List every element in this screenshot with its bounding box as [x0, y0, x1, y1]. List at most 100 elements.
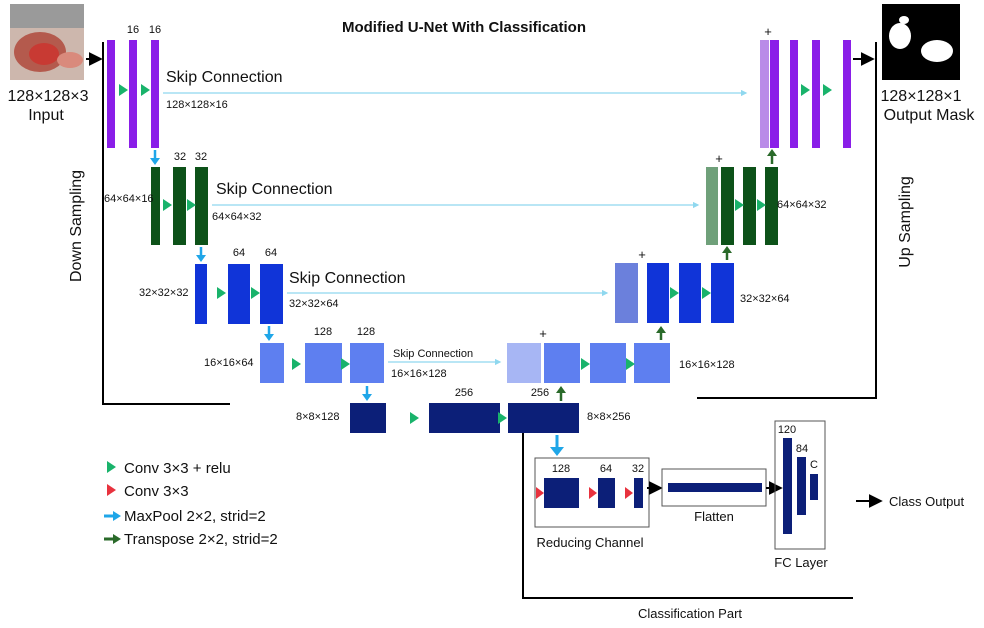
enc2-block: [151, 167, 160, 245]
legend: Conv 3×3 + relu Conv 3×3 MaxPool 2×2, st…: [104, 460, 278, 548]
conv-relu-marker: [141, 84, 150, 96]
dec3-block: [647, 263, 669, 323]
legend-maxpool-arrow-icon: [104, 511, 121, 521]
enc4-block: [260, 343, 284, 383]
flatten-vector: [668, 483, 762, 492]
class-output-label: Class Output: [889, 494, 965, 509]
fc-box: [774, 420, 826, 550]
up-bracket: [697, 42, 877, 399]
legend-label-1: Conv 3×3 + relu: [124, 460, 231, 477]
enc1-ch2: 16: [149, 24, 161, 36]
conv-relu-marker: [410, 412, 419, 424]
legend-green-triangle-icon: [107, 461, 116, 473]
enc1-ch1: 16: [127, 24, 139, 36]
enc2-in-dims: 64×64×16: [104, 193, 154, 205]
maxpool-arrow: [264, 326, 274, 341]
reduce-block: [598, 478, 615, 508]
down-bracket: [102, 42, 230, 405]
enc3-out-dims: 32×32×64: [289, 298, 339, 310]
skip-label-4: Skip Connection: [393, 348, 473, 360]
dec2-block: [721, 167, 734, 245]
maxpool-arrow: [196, 247, 206, 262]
transpose-arrow: [656, 326, 666, 340]
dec2-concat-block: [706, 167, 718, 245]
enc4-block: [305, 343, 342, 383]
dec1-block: [843, 40, 851, 148]
fc-layer-label: FC Layer: [774, 555, 828, 570]
legend-label-4: Transpose 2×2, strid=2: [124, 531, 278, 548]
dec4-concat-block: [507, 343, 541, 383]
skip-label-3: Skip Connection: [289, 270, 406, 287]
enc1-block: [151, 40, 159, 148]
output-mask: [882, 4, 960, 80]
reduce-block: [634, 478, 643, 508]
dec1-block: [790, 40, 798, 148]
fc-layer-c: [810, 474, 818, 500]
concat-plus-3: +: [638, 247, 646, 262]
enc2-ch2: 32: [195, 151, 207, 163]
up-sampling-label: Up Sampling: [897, 176, 914, 268]
enc3-block: [195, 264, 207, 324]
bottleneck-ch1: 256: [455, 387, 473, 399]
conv-relu-marker: [119, 84, 128, 96]
conv-relu-marker: [626, 358, 635, 370]
dec3-block: [711, 263, 734, 323]
down-sampling-label: Down Sampling: [68, 170, 85, 282]
dec3-dims: 32×32×64: [740, 293, 790, 305]
conv-marker: [536, 487, 544, 499]
enc4-ch2: 128: [357, 326, 375, 338]
bottleneck-block: [508, 403, 579, 433]
enc2-block: [195, 167, 208, 245]
skip-label-1: Skip Connection: [166, 69, 283, 86]
skip-label-2: Skip Connection: [216, 181, 333, 198]
enc1-block: [107, 40, 115, 148]
dec4-block: [544, 343, 580, 383]
dec3-block: [679, 263, 701, 323]
enc4-block: [350, 343, 384, 383]
bottleneck-out-dims: 8×8×256: [587, 411, 630, 423]
reduce-block: [544, 478, 579, 508]
legend-label-3: MaxPool 2×2, strid=2: [124, 508, 266, 525]
transpose-arrow: [767, 149, 777, 164]
input-image: [10, 4, 84, 80]
enc3-block: [260, 264, 283, 324]
dec2-dims: 64×64×32: [777, 199, 827, 211]
enc1-out-dims: 128×128×16: [166, 99, 228, 111]
conv-marker: [625, 487, 633, 499]
legend-transpose-arrow-icon: [104, 534, 121, 544]
conv-relu-marker: [735, 199, 744, 211]
conv-relu-marker: [498, 412, 507, 424]
enc4-out-dims: 16×16×128: [391, 368, 447, 380]
conv-relu-marker: [801, 84, 810, 96]
conv-relu-marker: [292, 358, 301, 370]
output-dims: 128×128×1: [881, 88, 962, 105]
enc2-out-dims: 64×64×32: [212, 211, 262, 223]
conv-relu-marker: [341, 358, 350, 370]
fc-layer-120: [783, 438, 792, 534]
enc3-ch1: 64: [233, 247, 245, 259]
enc4-ch1: 128: [314, 326, 332, 338]
conv-relu-marker: [823, 84, 832, 96]
enc3-block: [228, 264, 250, 324]
reduce-ch1: 128: [552, 463, 570, 475]
bottleneck-ch2: 256: [531, 387, 549, 399]
bottleneck-in-dims: 8×8×128: [296, 411, 339, 423]
maxpool-arrow: [362, 386, 372, 401]
output-label: Output Mask: [884, 107, 976, 124]
dec4-block: [590, 343, 626, 383]
legend-label-2: Conv 3×3: [124, 483, 189, 500]
dec4-block: [634, 343, 670, 383]
fc-units-3: C: [810, 459, 818, 471]
conv-relu-marker: [187, 199, 196, 211]
fc-layer-84: [797, 457, 806, 515]
flatten-label: Flatten: [694, 509, 734, 524]
bottleneck-block: [350, 403, 386, 433]
conv-relu-marker: [217, 287, 226, 299]
concat-plus-2: +: [715, 151, 723, 166]
reducing-channel-label: Reducing Channel: [537, 535, 644, 550]
dec4-dims: 16×16×128: [679, 359, 735, 371]
bottleneck-to-classifier-arrow: [550, 435, 564, 456]
conv-relu-marker: [163, 199, 172, 211]
conv-relu-marker: [702, 287, 711, 299]
